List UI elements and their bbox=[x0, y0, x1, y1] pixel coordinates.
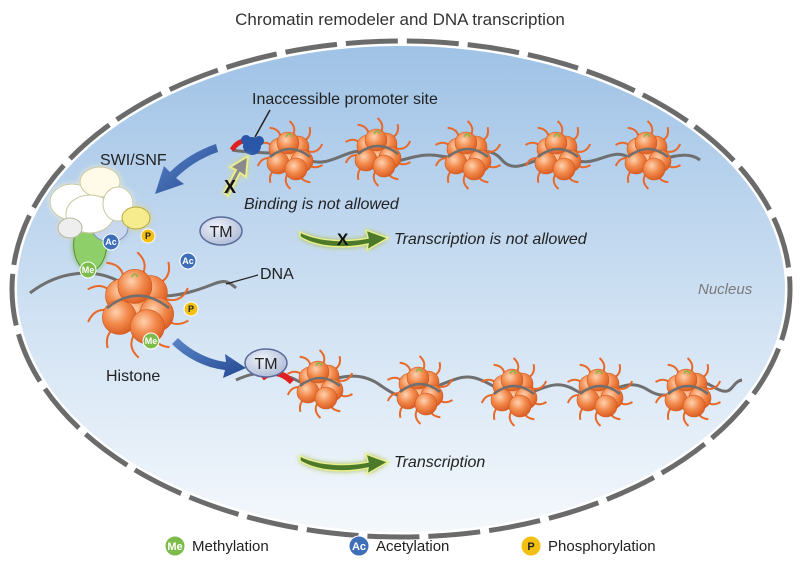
nucleosome bbox=[524, 120, 592, 190]
nucleus-body bbox=[17, 46, 785, 532]
tm-unbound-label: TM bbox=[209, 224, 232, 241]
legend-item-acetylation: Ac Acetylation bbox=[348, 535, 449, 557]
dna-wrap bbox=[399, 382, 441, 393]
mod-p-badge: P bbox=[140, 228, 156, 244]
dna-wrap bbox=[579, 384, 621, 395]
label-histone: Histone bbox=[106, 368, 160, 385]
histone-protein bbox=[508, 394, 532, 418]
histone-mark bbox=[509, 370, 517, 375]
nucleosome bbox=[480, 357, 548, 427]
nucleosome bbox=[566, 357, 634, 427]
legend-swatch-ac bbox=[348, 535, 370, 557]
mod-p-label-2: P bbox=[188, 304, 194, 314]
nucleosome bbox=[256, 120, 324, 190]
legend-swatch-me bbox=[164, 535, 186, 557]
transcription-arrow bbox=[299, 452, 390, 476]
pointer-line bbox=[254, 109, 271, 138]
legend-swatch-p bbox=[520, 535, 542, 557]
tm-bound-label: TM bbox=[254, 356, 277, 373]
legend: Me Methylation Ac Acetylation P Phosphor… bbox=[164, 535, 656, 557]
label-swi-snf: SWI/SNF bbox=[100, 152, 167, 169]
mod-ac-badge-2: Ac bbox=[179, 252, 197, 270]
mod-me-badge: Me bbox=[79, 261, 97, 279]
nucleus-membrane bbox=[9, 38, 793, 540]
histone-mark bbox=[415, 368, 423, 373]
dna-wrap bbox=[537, 147, 579, 158]
histone-mark bbox=[315, 362, 323, 367]
legend-label-methylation: Methylation bbox=[192, 538, 269, 555]
nucleosome bbox=[434, 120, 502, 190]
dna-wrap bbox=[627, 147, 669, 158]
legend-label-acetylation: Acetylation bbox=[376, 538, 449, 555]
dna-wrap bbox=[357, 144, 399, 155]
dna-wrap bbox=[299, 376, 341, 387]
mod-me-label-2: Me bbox=[145, 336, 158, 346]
tm-bound: TM bbox=[244, 348, 288, 378]
histone-mark bbox=[643, 133, 651, 138]
histone-mark bbox=[683, 370, 691, 375]
mod-ac-badge: Ac bbox=[102, 233, 120, 251]
mod-me-label: Me bbox=[82, 265, 95, 275]
histone-mark bbox=[131, 273, 139, 278]
tm-unbound: TM bbox=[199, 216, 243, 246]
dna-wrap bbox=[269, 147, 311, 158]
blocked-protein bbox=[241, 135, 264, 155]
binding-arrow bbox=[222, 154, 250, 198]
histone-protein bbox=[642, 157, 666, 181]
histone-mark bbox=[463, 133, 471, 138]
nucleosome bbox=[386, 355, 454, 425]
histone-octamer bbox=[87, 251, 189, 359]
dna-wrap bbox=[493, 384, 535, 395]
diagram-title: Chromatin remodeler and DNA transcriptio… bbox=[235, 10, 565, 29]
label-nucleus: Nucleus bbox=[698, 281, 753, 298]
histone-protein bbox=[594, 394, 618, 418]
legend-item-phosphorylation: P Phosphorylation bbox=[520, 535, 656, 557]
histone-protein bbox=[314, 386, 338, 410]
legend-symbol-ac: Ac bbox=[352, 541, 366, 553]
label-binding-not-allowed: Binding is not allowed bbox=[244, 196, 400, 213]
nucleus bbox=[9, 38, 793, 540]
histone-protein bbox=[414, 392, 438, 416]
nucleosome bbox=[344, 117, 412, 187]
mod-ac-label-2: Ac bbox=[182, 256, 194, 266]
transcription-blocked-arrow bbox=[299, 228, 390, 252]
histone-protein bbox=[284, 157, 308, 181]
dna-wrap bbox=[667, 384, 709, 395]
histone-mark bbox=[553, 133, 561, 138]
histone-protein bbox=[682, 394, 706, 418]
binding-blocked-x: X bbox=[224, 177, 236, 197]
label-transcription: Transcription bbox=[394, 454, 485, 471]
mod-ac-label: Ac bbox=[105, 237, 117, 247]
legend-symbol-me: Me bbox=[167, 541, 182, 553]
histone-protein bbox=[372, 154, 396, 178]
histone-protein bbox=[552, 157, 576, 181]
mod-p-badge-2: P bbox=[183, 301, 199, 317]
histone-mark bbox=[373, 130, 381, 135]
mod-me-badge-2: Me bbox=[142, 332, 160, 350]
dna-wrap bbox=[447, 147, 489, 158]
label-dna: DNA bbox=[260, 266, 294, 283]
label-transcription-not-allowed: Transcription is not allowed bbox=[394, 231, 588, 248]
arrow-to-swisnf bbox=[155, 144, 218, 194]
nucleosome bbox=[654, 357, 722, 427]
transcription-blocked-x: X bbox=[337, 230, 349, 249]
dna-wrap bbox=[106, 294, 170, 310]
nucleosome-group bbox=[87, 117, 722, 427]
nucleosome bbox=[614, 120, 682, 190]
histone-mark bbox=[285, 133, 293, 138]
legend-label-phosphorylation: Phosphorylation bbox=[548, 538, 656, 555]
histone-mark bbox=[595, 370, 603, 375]
label-inaccessible-promoter: Inaccessible promoter site bbox=[252, 91, 438, 108]
legend-symbol-p: P bbox=[527, 541, 534, 553]
histone-protein bbox=[462, 157, 486, 181]
nucleosome bbox=[286, 349, 354, 419]
legend-item-methylation: Me Methylation bbox=[164, 535, 269, 557]
mod-p-label: P bbox=[145, 231, 151, 241]
arrow-to-bound-tm bbox=[172, 338, 246, 378]
dna-pointer bbox=[225, 274, 259, 285]
